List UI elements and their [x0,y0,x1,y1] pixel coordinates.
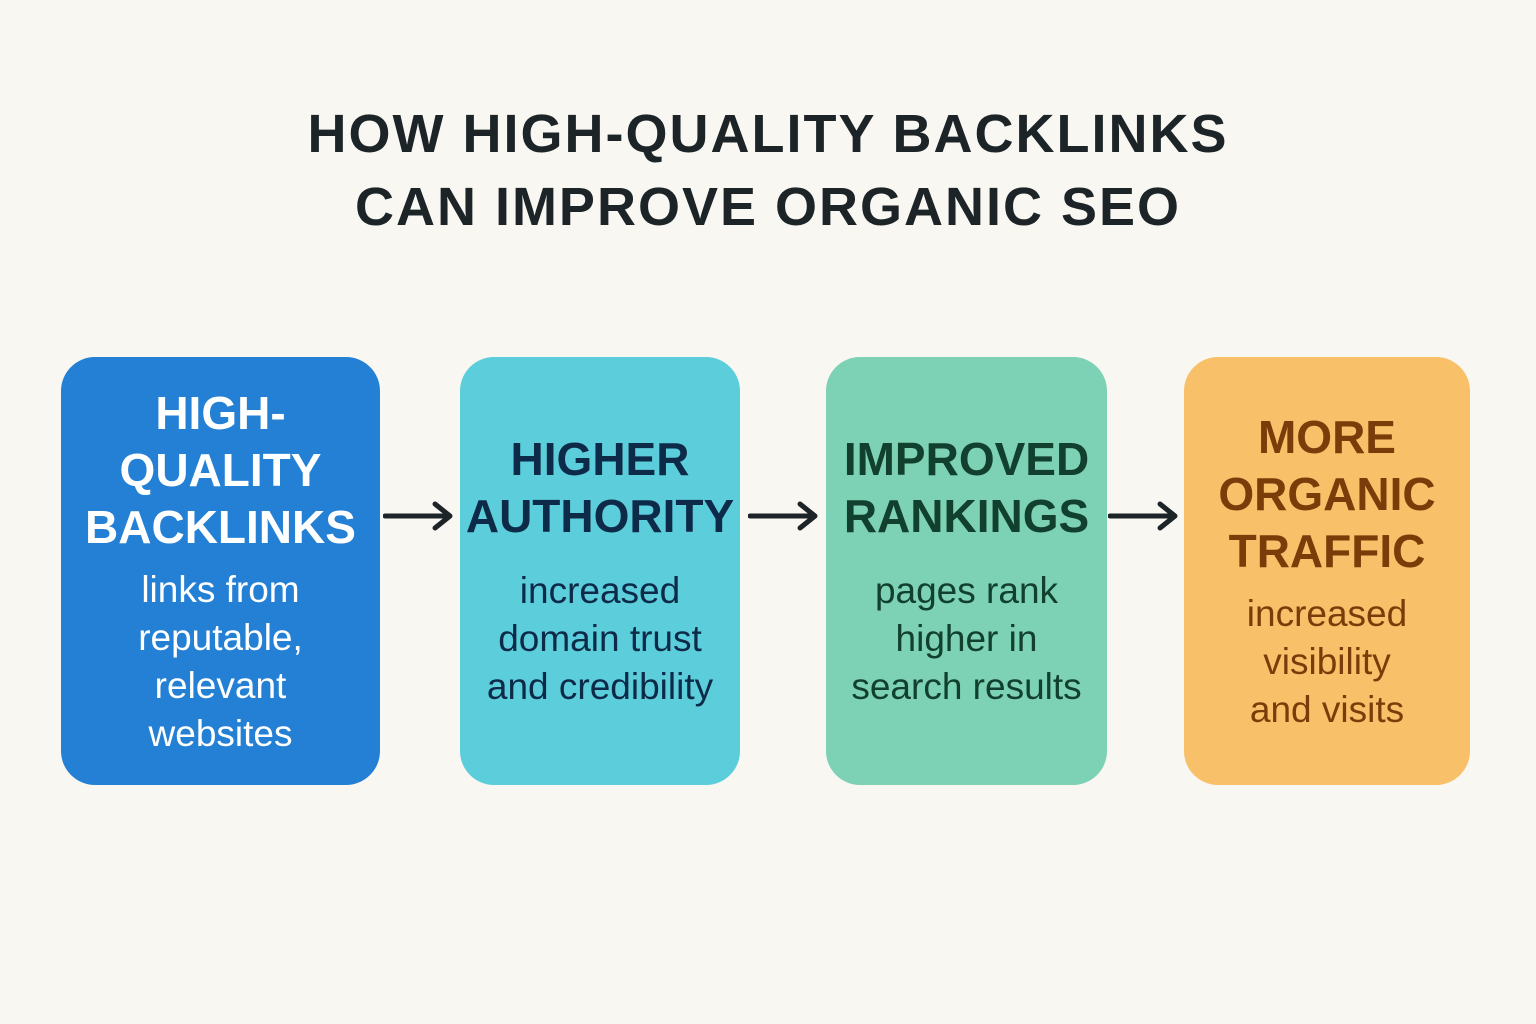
step-heading: HIGHER AUTHORITY [466,431,734,545]
description-line: websites [148,712,293,754]
description-line: and credibility [486,666,714,707]
arrow-right-icon [383,501,453,531]
description-line: relevant [154,664,287,706]
description-line: reputable, [138,616,303,658]
heading-line: HIGH- [155,386,286,439]
heading-line: ORGANIC [1218,467,1436,520]
step-heading: HIGH- QUALITY BACKLINKS [85,385,356,556]
description-line: search results [851,666,1082,707]
step-heading: MORE ORGANIC TRAFFIC [1218,409,1435,580]
arrow-right-icon [748,501,818,531]
description-line: increased [1246,592,1408,634]
description-line: increased [519,570,681,611]
step-heading: IMPROVED RANKINGS [844,431,1089,545]
step-high-quality-backlinks: HIGH- QUALITY BACKLINKS links from reput… [61,357,380,785]
step-description: links from reputable, relevant websites [138,566,303,758]
description-line: and visits [1249,688,1405,730]
heading-line: AUTHORITY [465,490,735,542]
description-line: visibility [1263,640,1391,682]
heading-line: HIGHER [510,433,690,485]
heading-line: IMPROVED [843,433,1090,485]
heading-line: BACKLINKS [85,500,356,553]
heading-line: QUALITY [119,443,322,496]
page-title: HOW HIGH-QUALITY BACKLINKS CAN IMPROVE O… [0,98,1536,244]
step-more-organic-traffic: MORE ORGANIC TRAFFIC increased visibilit… [1184,357,1470,785]
description-line: domain trust [498,618,702,659]
step-higher-authority: HIGHER AUTHORITY increased domain trust … [460,357,740,785]
step-description: increased visibility and visits [1247,590,1407,734]
heading-line: MORE [1257,410,1396,463]
step-description: pages rank higher in search results [851,567,1081,711]
description-line: higher in [895,618,1038,659]
heading-line: TRAFFIC [1228,524,1426,577]
arrow-right-icon [1108,501,1178,531]
step-improved-rankings: IMPROVED RANKINGS pages rank higher in s… [826,357,1107,785]
description-line: links from [141,568,300,610]
description-line: pages rank [874,570,1059,611]
title-line: CAN IMPROVE ORGANIC SEO [354,177,1182,237]
heading-line: RANKINGS [843,490,1090,542]
title-line: HOW HIGH-QUALITY BACKLINKS [307,104,1229,164]
step-description: increased domain trust and credibility [487,567,713,711]
